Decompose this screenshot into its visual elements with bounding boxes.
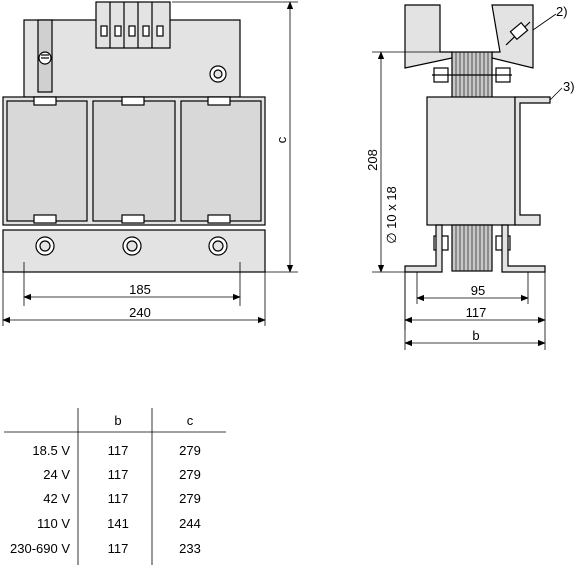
table-cell-voltage: 42 V: [43, 491, 70, 506]
side-view: [404, 4, 551, 273]
front-dimensions: [2, 1, 298, 326]
table-cell-b: 117: [108, 541, 129, 556]
table-cell-voltage: 230-690 V: [10, 541, 70, 556]
front-dim-185: 185: [129, 282, 151, 297]
table-cell-voltage: 24 V: [43, 467, 70, 482]
table-cell-voltage: 18.5 V: [32, 443, 70, 458]
table-cell-c: 244: [179, 516, 201, 531]
side-body: [426, 96, 516, 226]
side-flange: [514, 96, 551, 226]
table-cell-c: 279: [179, 467, 201, 482]
side-dim-208: 208: [365, 149, 380, 171]
table-header-c: c: [187, 413, 194, 428]
table-cell-b: 117: [108, 491, 129, 506]
side-callouts: [532, 13, 563, 101]
coil-middle: [92, 100, 176, 222]
table-cell-voltage: 110 V: [37, 516, 70, 531]
side-dim-117: 117: [466, 305, 487, 320]
dimension-table: b c 18.5 V 117 279 24 V 117 279 42 V 117…: [4, 408, 226, 565]
table-cell-b: 117: [108, 467, 129, 482]
front-dim-c: c: [274, 136, 289, 143]
table-cell-c: 279: [179, 443, 201, 458]
coil-left: [6, 100, 88, 222]
side-hole-label: ∅ 10 x 18: [384, 186, 399, 244]
table-cell-c: 279: [179, 491, 201, 506]
table-header-b: b: [114, 413, 121, 428]
coil-right: [180, 100, 262, 222]
front-dim-240: 240: [129, 305, 151, 320]
side-dim-b: b: [472, 328, 479, 343]
top-bracket: [404, 4, 453, 69]
callout-2: 2): [556, 4, 568, 19]
callout-3: 3): [563, 79, 575, 94]
ground-terminal: [37, 19, 53, 93]
terminal-block: [95, 1, 171, 49]
foot-left: [404, 224, 443, 273]
foot-right: [501, 224, 546, 273]
front-view: [2, 1, 266, 273]
terminal-detail: [505, 21, 531, 46]
table-cell-c: 233: [179, 541, 201, 556]
side-dimensions: [372, 51, 546, 350]
table-cell-b: 141: [107, 516, 129, 531]
table-cell-b: 117: [108, 443, 129, 458]
side-dim-95: 95: [471, 283, 485, 298]
